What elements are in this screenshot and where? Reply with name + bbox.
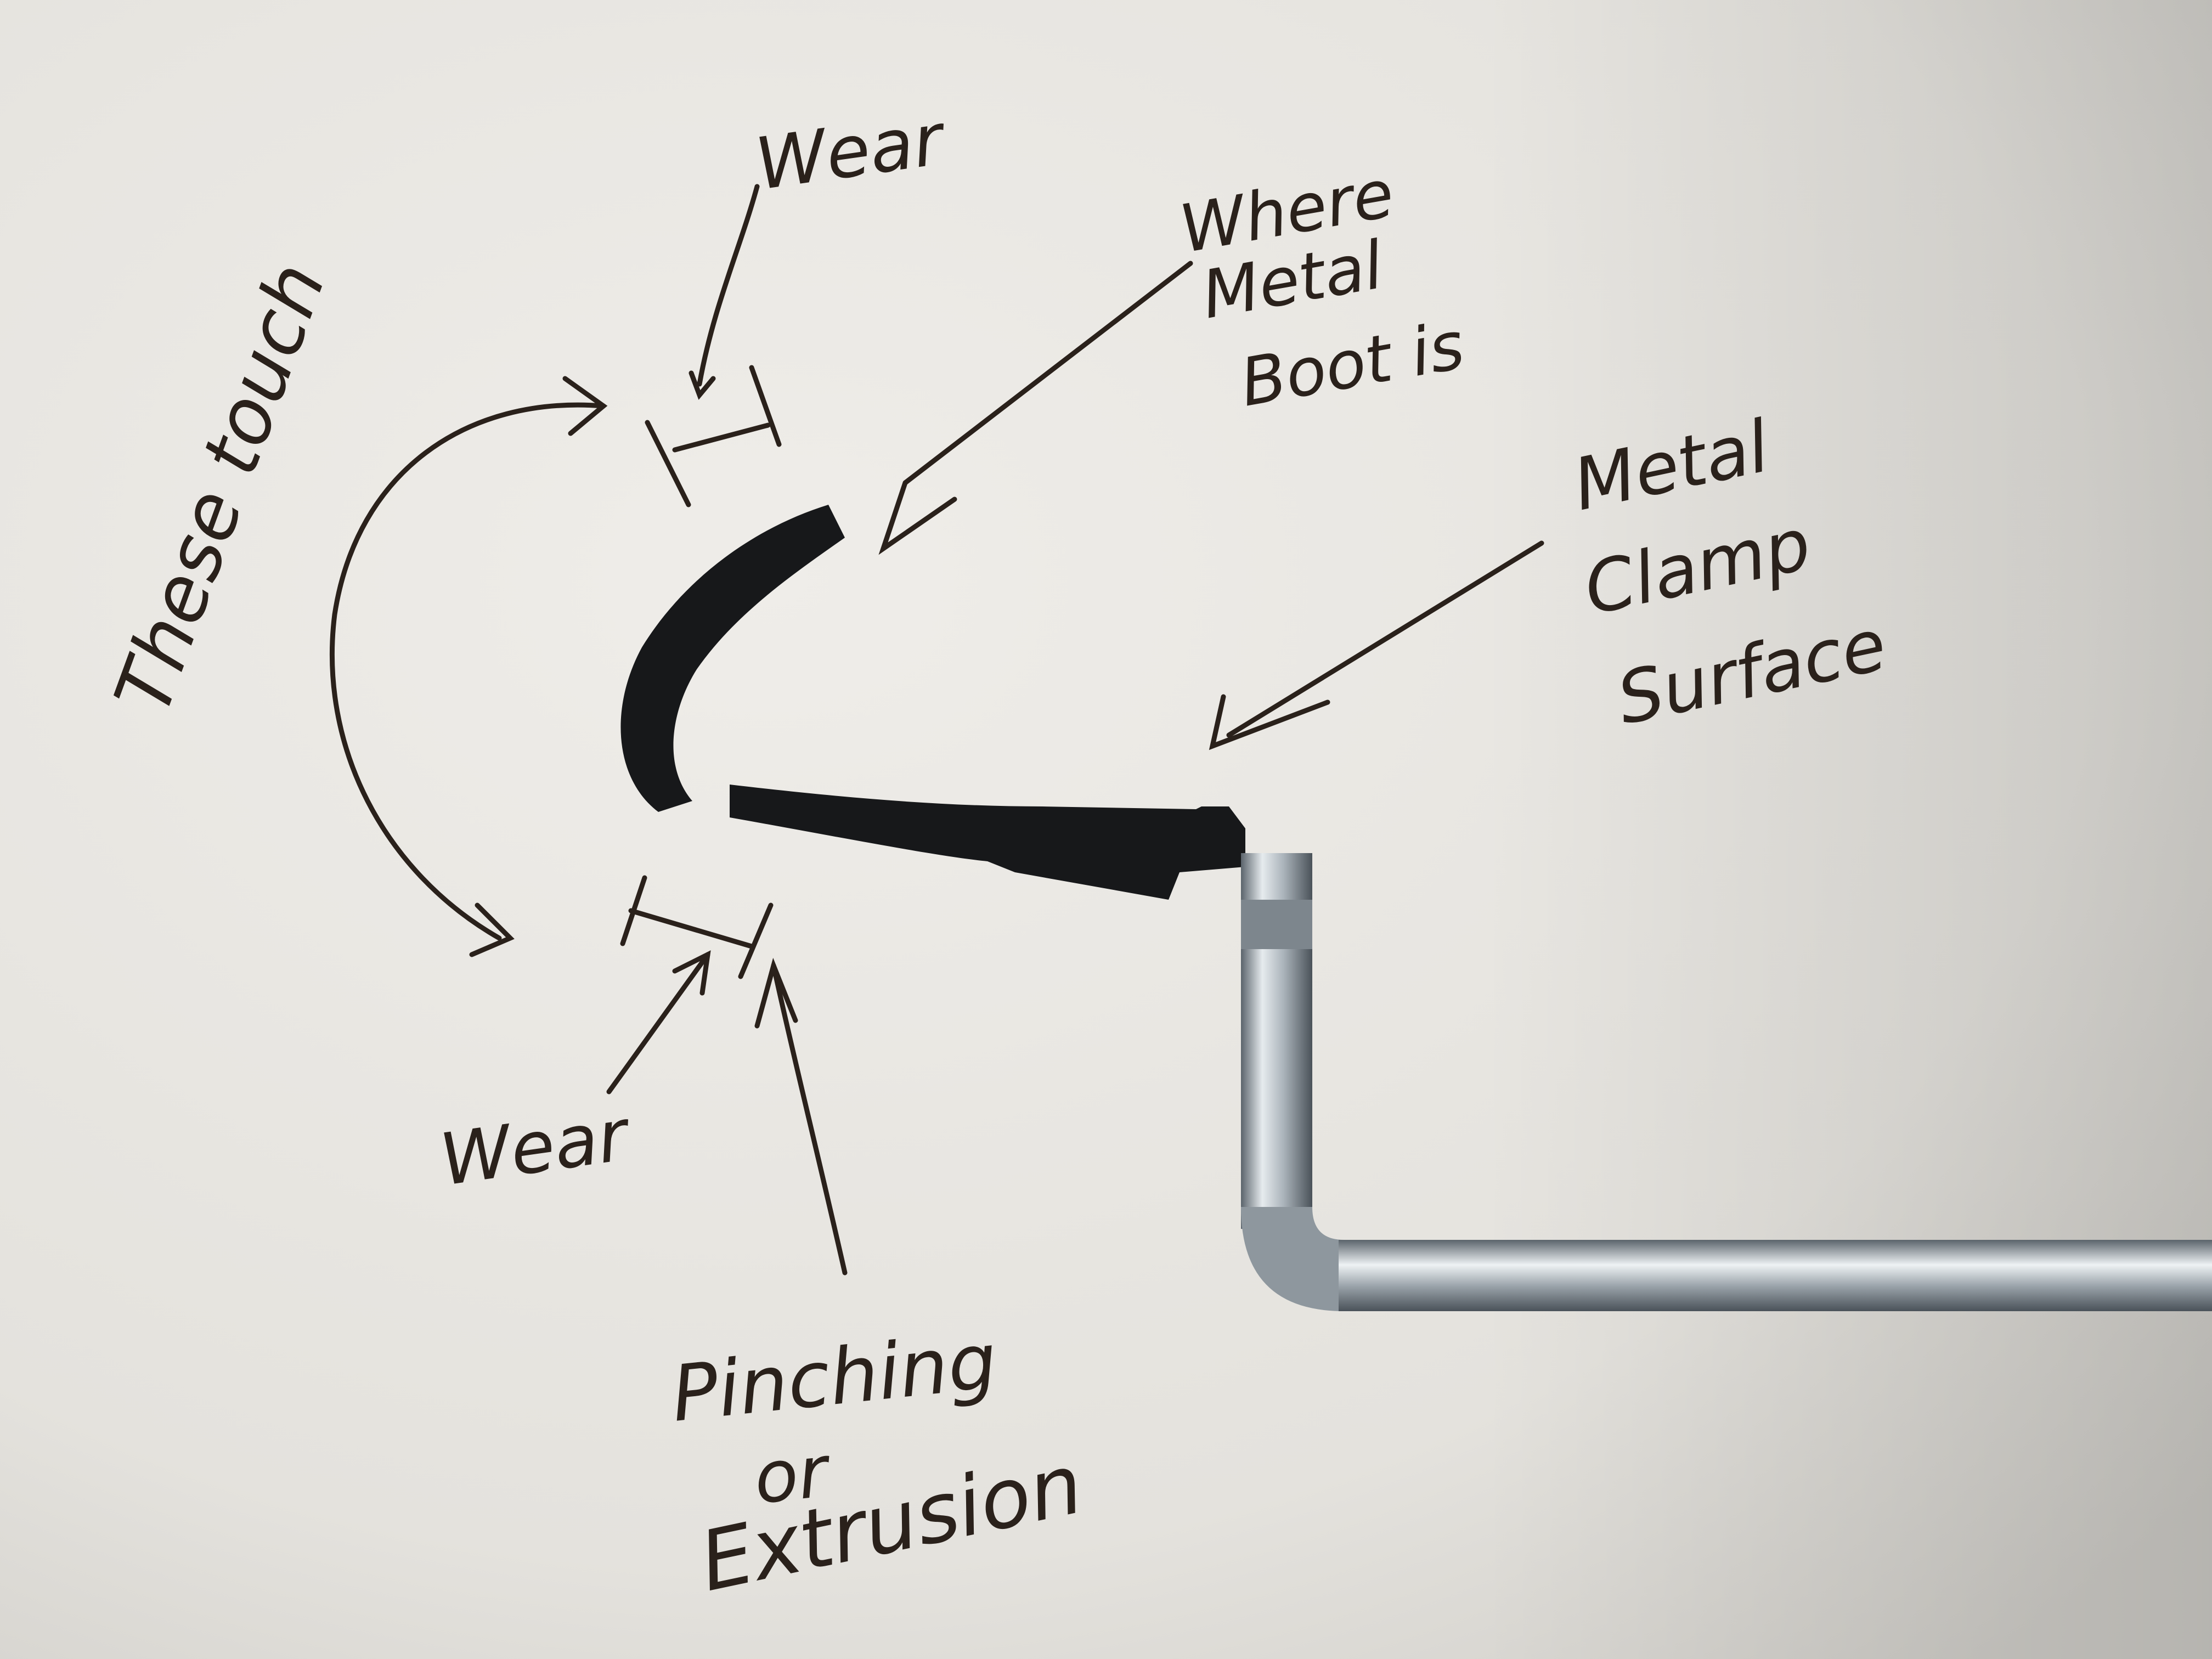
wear-bottom-arrows	[606, 875, 848, 1276]
where-metal-boot-arrow	[878, 261, 1193, 555]
metal-clamp-arrow	[1209, 540, 1544, 751]
these-touch-arrow	[329, 376, 608, 957]
bent-metal-rod-icon	[1241, 853, 2212, 1311]
pinching-line2: or	[750, 1429, 836, 1520]
paper-shadow	[1481, 0, 2212, 1659]
rubber-seal-icon	[620, 505, 1245, 900]
wear-top-annotation	[645, 184, 782, 507]
